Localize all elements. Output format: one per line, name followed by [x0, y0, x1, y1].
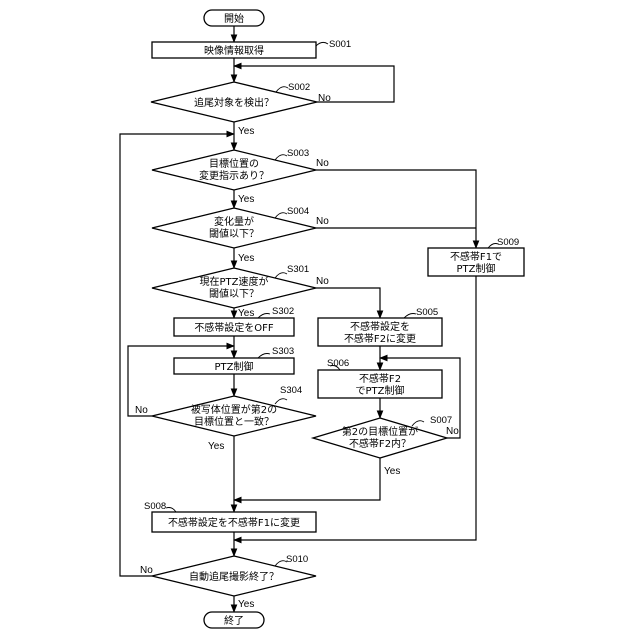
- process-s303: PTZ制御: [174, 358, 294, 374]
- s008-text: 不感帯設定を不感帯F1に変更: [168, 516, 300, 529]
- s006-text-line1: 不感帯F2: [359, 372, 401, 385]
- s007-text-line2: 不感帯F2内？: [349, 437, 411, 450]
- arrow-s003-no: [316, 170, 476, 248]
- s002-text: 追尾対象を検出？: [194, 96, 274, 109]
- decision-s007: 第2の目標位置が 不感帯F2内？: [313, 418, 447, 458]
- step-label-s002: S002: [288, 82, 310, 93]
- process-s009: 不感帯F1で PTZ制御: [428, 248, 524, 276]
- process-s006: 不感帯F2 でPTZ制御: [318, 370, 442, 398]
- branch-no-s010: No: [140, 565, 153, 576]
- arrow-s301-no: [316, 288, 380, 318]
- s003-text-line1: 目標位置の: [209, 157, 259, 170]
- branch-no-s004: No: [316, 216, 329, 227]
- s010-text: 自動追尾撮影終了？: [189, 570, 279, 583]
- step-label-s007: S007: [430, 415, 452, 426]
- step-label-s004: S004: [287, 206, 309, 217]
- start-label: 開始: [224, 12, 244, 25]
- decision-s304: 被写体位置が第2の 目標位置と一致？: [152, 396, 316, 436]
- process-s001: 映像情報取得: [152, 42, 316, 58]
- s304-text-line2: 目標位置と一致？: [194, 415, 274, 428]
- step-label-s006: S006: [327, 358, 349, 369]
- step-label-s301: S301: [287, 264, 309, 275]
- branch-yes-s007: Yes: [384, 466, 400, 477]
- branch-yes-s004: Yes: [238, 253, 254, 264]
- process-s005: 不感帯設定を 不感帯F2に変更: [318, 318, 442, 346]
- arrow-s010-no-loop: [120, 134, 234, 576]
- branch-no-s304: No: [135, 405, 148, 416]
- arrow-s007-yes: [234, 458, 380, 500]
- s001-text: 映像情報取得: [204, 44, 264, 57]
- branch-no-s301: No: [316, 276, 329, 287]
- step-label-s001: S001: [329, 39, 351, 50]
- step-label-s008: S008: [144, 501, 166, 512]
- s304-text-line1: 被写体位置が第2の: [191, 403, 277, 416]
- branch-yes-s003: Yes: [238, 194, 254, 205]
- step-label-s302: S302: [272, 306, 294, 317]
- branch-no-s002: No: [318, 93, 331, 104]
- step-label-s303: S303: [272, 346, 294, 357]
- branch-yes-s010: Yes: [238, 599, 254, 610]
- end-label: 終了: [224, 614, 244, 627]
- s004-text-line1: 変化量が: [214, 215, 254, 228]
- s009-text-line2: PTZ制御: [457, 262, 496, 275]
- s301-text-line1: 現在PTZ速度が: [200, 275, 269, 288]
- s301-text-line2: 閾値以下？: [209, 287, 259, 300]
- branch-yes-s002: Yes: [238, 126, 254, 137]
- branch-no-s007: No: [446, 426, 459, 437]
- step-label-s009: S009: [497, 237, 519, 248]
- s303-text: PTZ制御: [215, 360, 254, 373]
- s005-text-line1: 不感帯設定を: [350, 320, 410, 333]
- branch-yes-s304: Yes: [208, 441, 224, 452]
- branch-yes-s301: Yes: [238, 308, 254, 319]
- s007-text-line1: 第2の目標位置が: [342, 425, 418, 438]
- step-labels: S001 S002 S003 S004 S009 S301 S302 S005 …: [144, 39, 519, 566]
- step-label-s304: S304: [280, 385, 302, 396]
- step-label-s003: S003: [287, 148, 309, 159]
- s006-text-line2: でPTZ制御: [356, 384, 405, 397]
- end-node: 終了: [204, 612, 264, 628]
- process-s008: 不感帯設定を不感帯F1に変更: [152, 512, 316, 532]
- branch-no-s003: No: [316, 158, 329, 169]
- process-s302: 不感帯設定をOFF: [174, 318, 294, 336]
- s009-text-line1: 不感帯F1で: [450, 250, 502, 263]
- s302-text: 不感帯設定をOFF: [194, 321, 274, 334]
- s003-text-line2: 変更指示あり？: [199, 169, 269, 182]
- step-label-s010: S010: [286, 554, 308, 565]
- s004-text-line2: 閾値以下？: [209, 227, 259, 240]
- step-label-s005: S005: [416, 307, 438, 318]
- start-node: 開始: [204, 10, 264, 26]
- s005-text-line2: 不感帯F2に変更: [344, 332, 416, 345]
